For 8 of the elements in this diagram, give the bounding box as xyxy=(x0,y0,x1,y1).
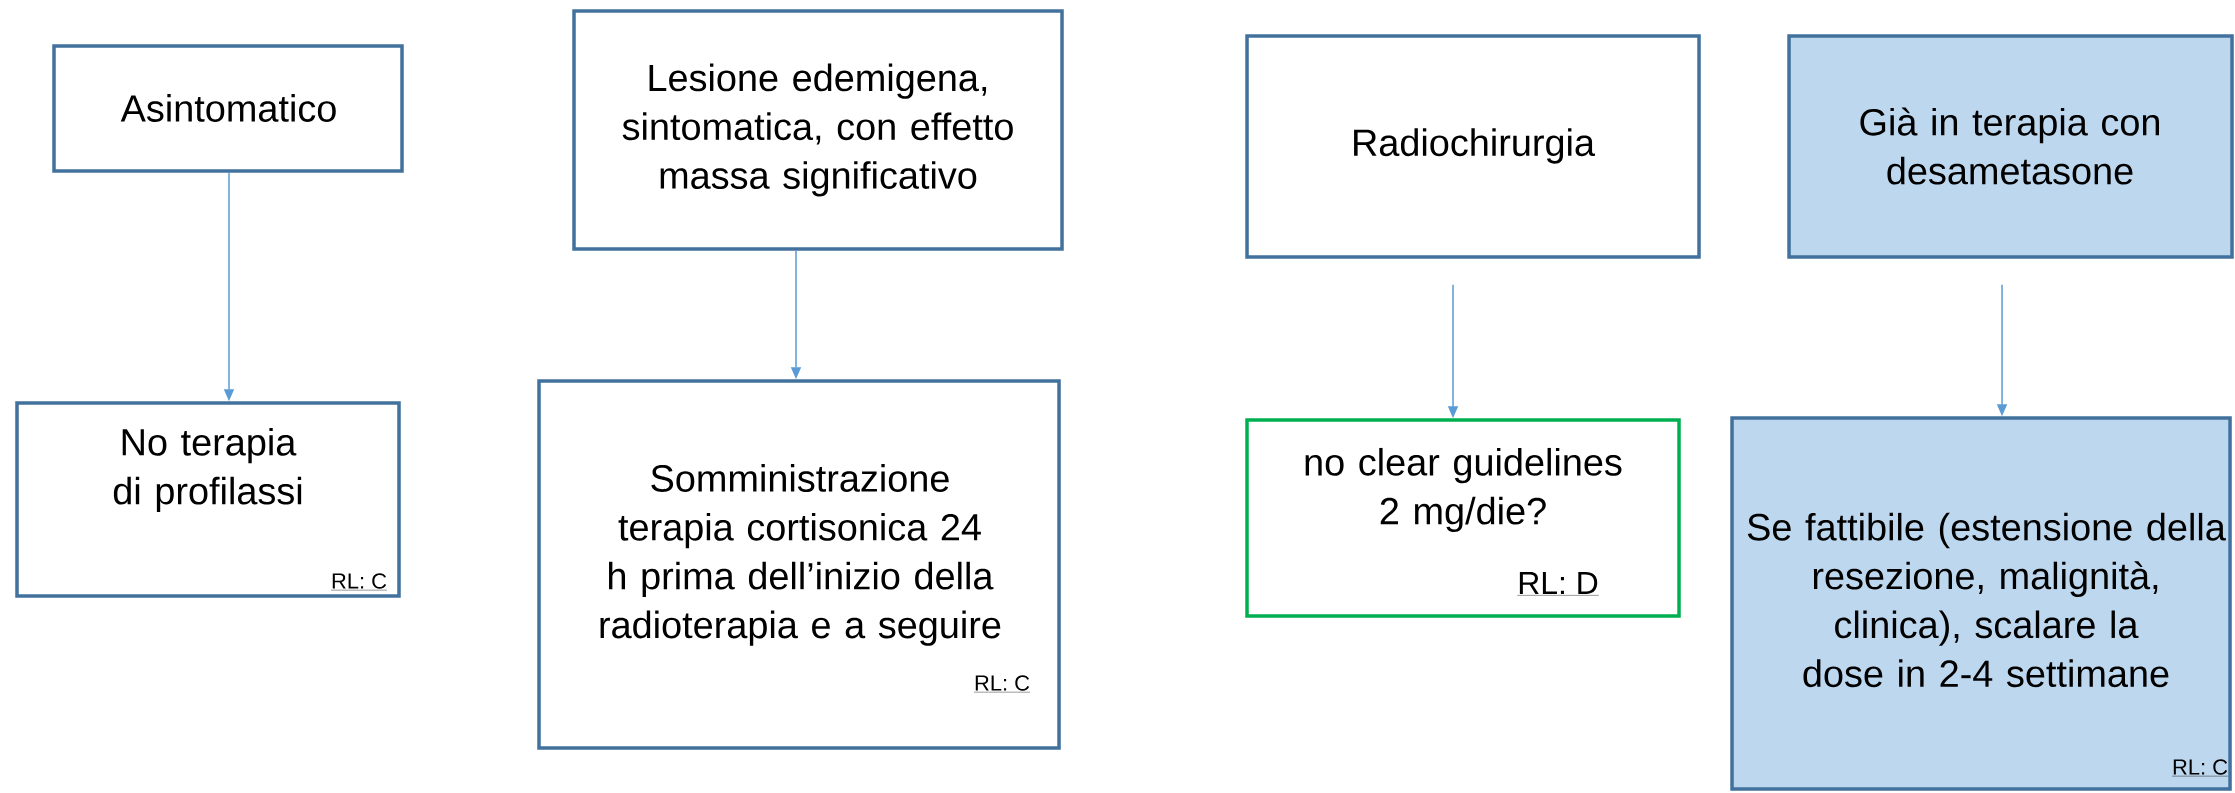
process-box: Lesione edemigena, sintomatica, con effetto massa significativo xyxy=(572,9,1064,251)
process-box: Già in terapia con desametasone xyxy=(1787,34,2234,259)
evidence-level: RL: C xyxy=(973,675,1031,693)
evidence-level: RL: C xyxy=(2171,759,2229,777)
process-box: Radiochirurgia xyxy=(1245,34,1701,259)
evidence-level: RL: C xyxy=(330,573,388,591)
process-box: Asintomatico xyxy=(52,44,404,173)
evidence-level: RL: D xyxy=(1517,572,1599,596)
